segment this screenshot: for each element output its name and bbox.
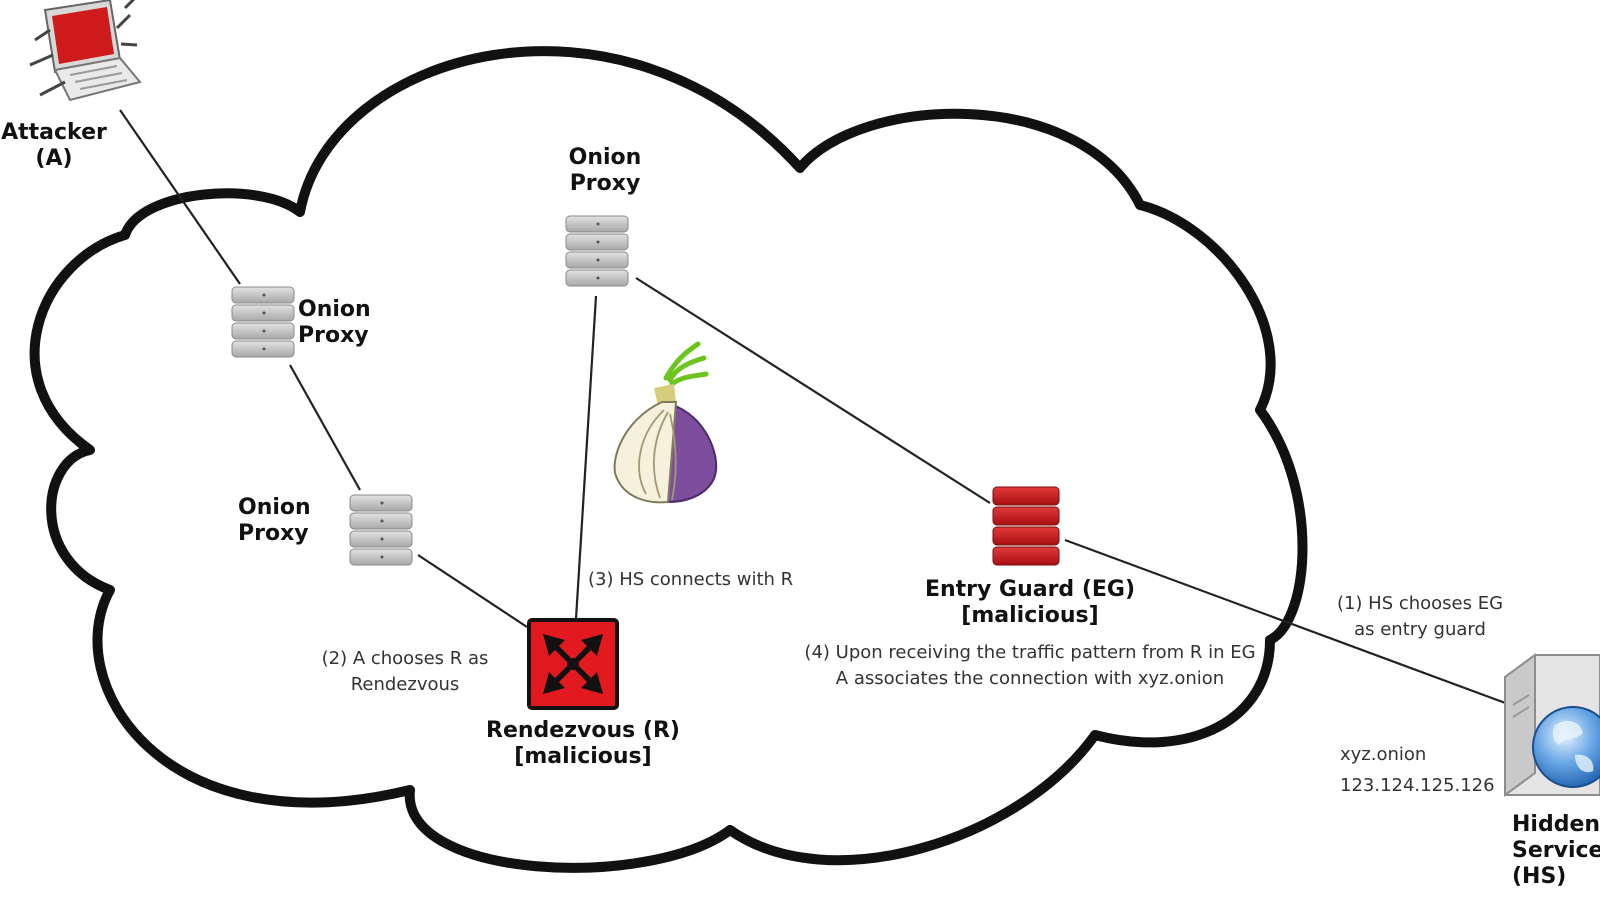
step1-annotation: (1) HS chooses EG as entry guard	[1320, 591, 1520, 643]
hidden-service-label: Hidden Service (HS)	[1512, 812, 1600, 890]
link-proxy-entry-guard	[635, 277, 991, 504]
step2-annotation: (2) A chooses R as Rendezvous	[300, 646, 510, 698]
attacker-label-line2: (A)	[35, 145, 73, 171]
tor-onion-logo	[613, 341, 718, 504]
onion-proxy-top-line1: Onion	[568, 145, 642, 170]
ip-address: 123.124.125.126	[1340, 774, 1495, 796]
onion-address: xyz.onion	[1340, 744, 1427, 765]
link-proxy-rendezvous	[417, 554, 528, 628]
server-stack-icon	[349, 494, 413, 566]
step2-line2: Rendezvous	[350, 674, 460, 696]
entry-guard-label: Entry Guard (EG) [malicious]	[900, 577, 1160, 629]
server-stack-icon	[565, 215, 629, 287]
rendezvous-label-line1: Rendezvous (R)	[486, 718, 680, 743]
rendezvous-label-line2: [malicious]	[514, 743, 652, 769]
onion-proxy-mid-line1: Onion	[238, 495, 311, 520]
link-rendezvous-proxy	[574, 295, 598, 620]
onion-proxy-mid-label: Onion Proxy	[238, 495, 343, 547]
hidden-service-address: xyz.onion 123.124.125.126	[1340, 740, 1510, 801]
attacker-label-line1: Attacker	[1, 120, 107, 145]
onion-proxy-top-label: Onion Proxy	[550, 145, 660, 197]
step1-line2: as entry guard	[1354, 619, 1486, 641]
step4-line1: (4) Upon receiving the traffic pattern f…	[804, 642, 1256, 663]
onion-proxy-left-label: Onion Proxy	[298, 297, 403, 349]
link-attacker-proxy	[119, 109, 241, 285]
hidden-service-label-line2: Service	[1512, 837, 1600, 863]
tor-network-cloud	[29, 46, 1308, 873]
web-server-icon	[1504, 653, 1600, 797]
infected-laptop-icon	[29, 0, 142, 102]
entry-guard-label-line2: [malicious]	[961, 602, 1099, 628]
onion-proxy-top-line2: Proxy	[569, 170, 641, 196]
entry-guard-label-line1: Entry Guard (EG)	[924, 577, 1136, 602]
malicious-server-stack-icon	[992, 486, 1060, 566]
rendezvous-label: Rendezvous (R) [malicious]	[463, 718, 703, 770]
step4-line2: A associates the connection with xyz.oni…	[835, 668, 1225, 690]
link-proxy-proxy	[289, 364, 361, 491]
server-stack-icon	[231, 286, 295, 358]
step3-line1: (3) HS connects with R	[588, 569, 794, 590]
onion-proxy-left-line1: Onion	[298, 297, 371, 322]
attacker-label: Attacker (A)	[0, 120, 114, 172]
step4-annotation: (4) Upon receiving the traffic pattern f…	[790, 640, 1270, 692]
router-icon	[527, 618, 619, 710]
onion-proxy-mid-line2: Proxy	[238, 520, 309, 546]
link-entry-guard-hidden-service	[1064, 538, 1509, 706]
hidden-service-label-line1: Hidden	[1512, 812, 1600, 837]
step1-line1: (1) HS chooses EG	[1336, 593, 1504, 614]
step3-annotation: (3) HS connects with R	[588, 567, 828, 593]
onion-proxy-left-line2: Proxy	[298, 322, 369, 348]
hidden-service-label-line3: (HS)	[1512, 863, 1567, 889]
step2-line1: (2) A chooses R as	[321, 648, 489, 669]
